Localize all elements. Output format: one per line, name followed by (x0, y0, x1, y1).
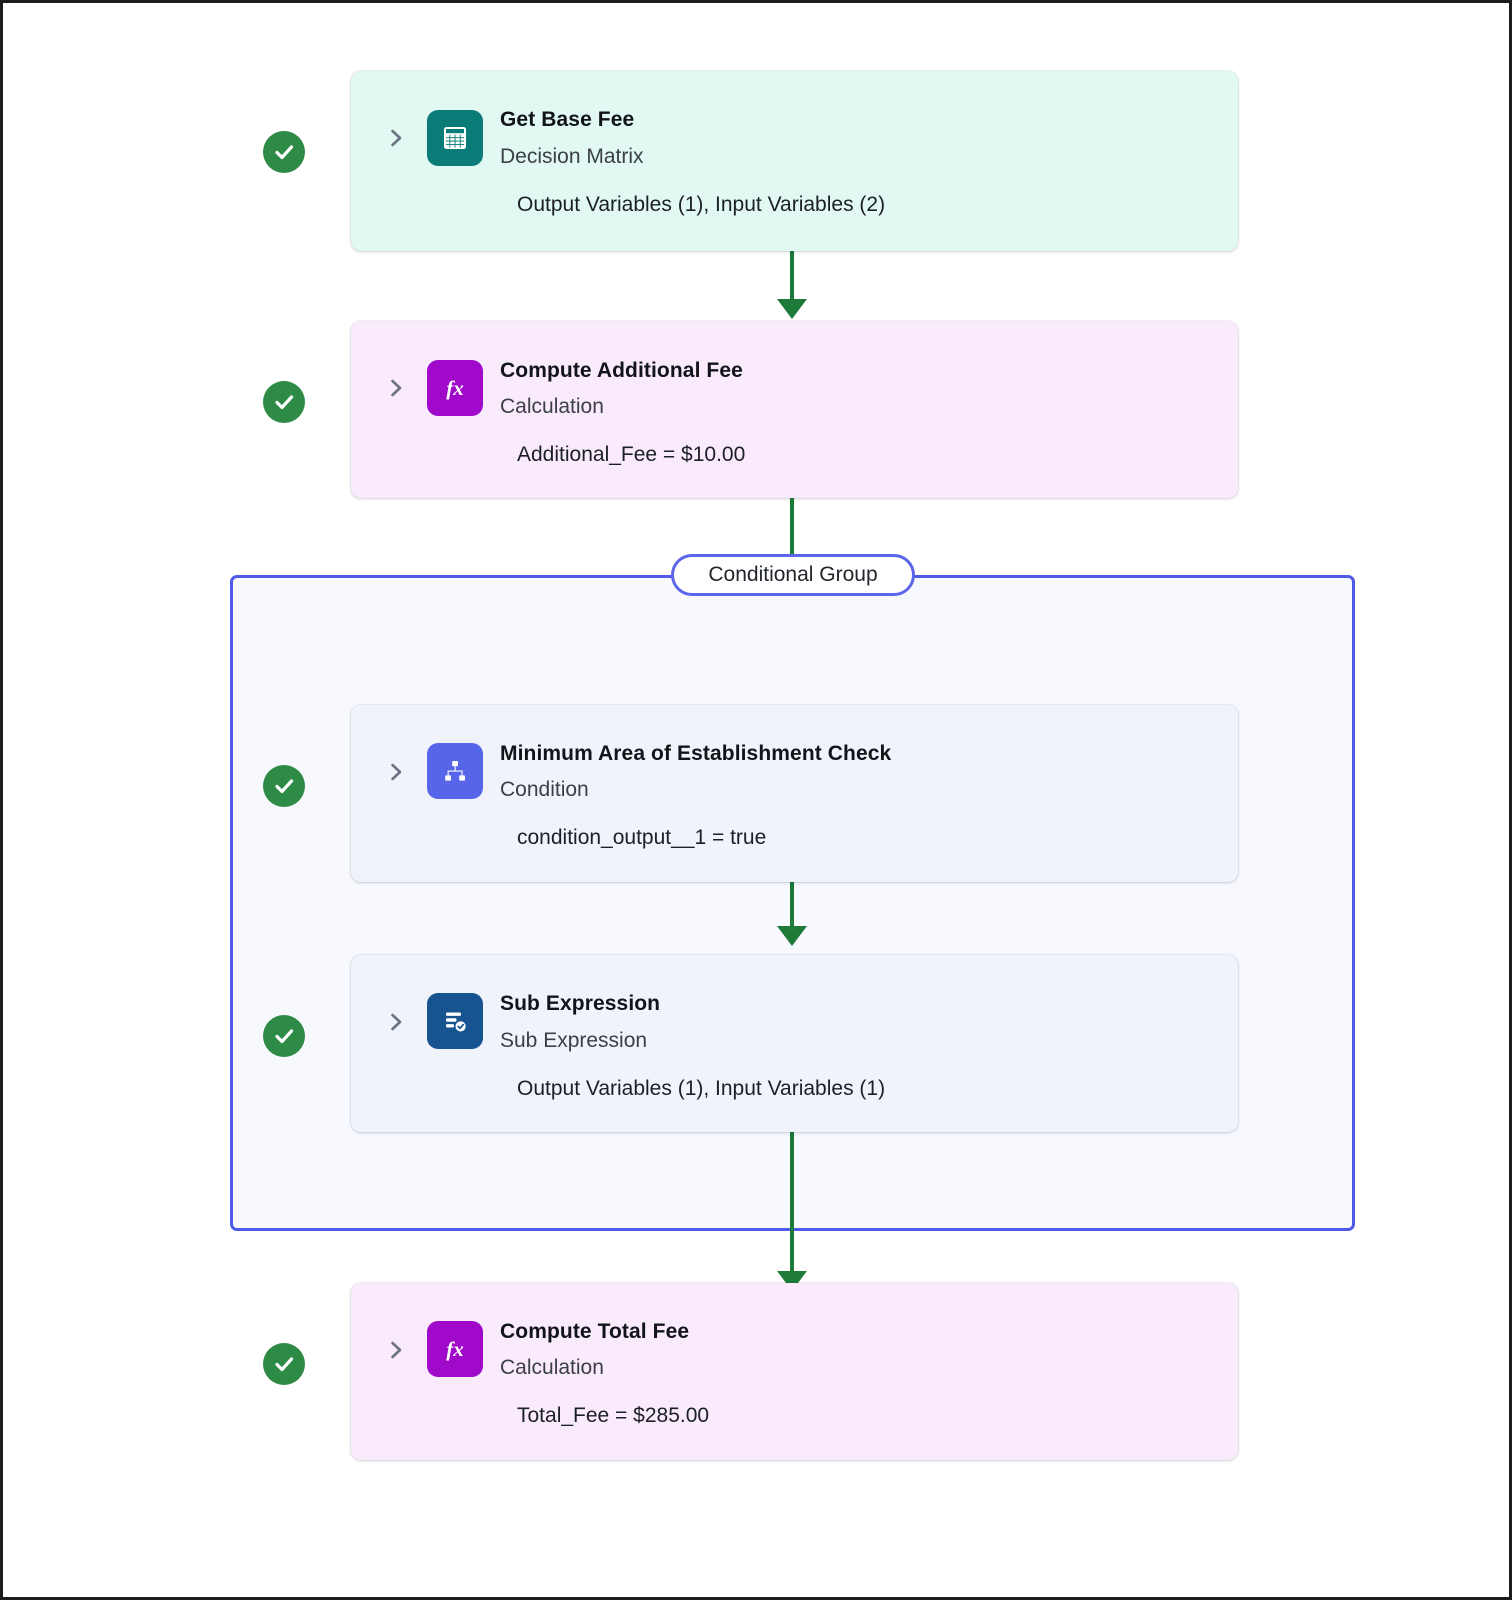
status-badge-success (263, 1343, 305, 1385)
decision-matrix-icon (427, 110, 483, 166)
chevron-right-icon (391, 129, 402, 147)
svg-text:fx: fx (446, 1337, 464, 1361)
conditional-group-pill[interactable]: Conditional Group (671, 554, 915, 596)
node-card-minimum-area-check[interactable] (351, 705, 1238, 882)
workflow-canvas: Conditional Group (3, 3, 1509, 1597)
chevron-right-icon (391, 763, 402, 781)
connector-line-3 (790, 881, 794, 929)
check-icon (275, 145, 294, 160)
check-icon (275, 1357, 294, 1372)
expand-chevron-sub-expression[interactable] (386, 1008, 406, 1036)
node-card-get-base-fee[interactable] (351, 71, 1238, 251)
connector-arrow-3 (777, 926, 807, 946)
node-subtitle-minimum-area-check: Condition (500, 778, 589, 801)
expand-chevron-compute-additional-fee[interactable] (386, 374, 406, 402)
svg-text:fx: fx (446, 376, 464, 400)
chevron-right-icon (391, 1341, 402, 1359)
status-badge-success (263, 381, 305, 423)
check-icon (275, 395, 294, 410)
expand-chevron-minimum-area-check[interactable] (386, 758, 406, 786)
status-badge-success (263, 1015, 305, 1057)
node-title-sub-expression: Sub Expression (500, 992, 661, 1015)
sub-expression-icon (427, 993, 483, 1049)
sitemap-condition-icon (427, 743, 483, 799)
check-icon (275, 1029, 294, 1044)
expand-chevron-get-base-fee[interactable] (386, 124, 406, 152)
node-subtitle-compute-total-fee: Calculation (500, 1356, 604, 1379)
node-subtitle-get-base-fee: Decision Matrix (500, 145, 644, 168)
node-card-compute-total-fee[interactable] (351, 1283, 1238, 1460)
conditional-group-label: Conditional Group (708, 563, 878, 586)
check-icon (275, 779, 294, 794)
node-title-compute-additional-fee: Compute Additional Fee (500, 359, 743, 382)
node-title-minimum-area-check: Minimum Area of Establishment Check (500, 742, 892, 765)
node-detail-sub-expression: Output Variables (1), Input Variables (1… (517, 1077, 886, 1100)
connector-arrow-1 (777, 299, 807, 319)
node-subtitle-compute-additional-fee: Calculation (500, 395, 604, 418)
chevron-right-icon (391, 379, 402, 397)
expand-chevron-compute-total-fee[interactable] (386, 1336, 406, 1364)
connector-line-1 (790, 251, 794, 303)
node-subtitle-sub-expression: Sub Expression (500, 1029, 648, 1052)
node-detail-compute-additional-fee: Additional_Fee = $10.00 (517, 443, 746, 466)
status-badge-success (263, 765, 305, 807)
status-badge-success (263, 131, 305, 173)
node-card-compute-additional-fee[interactable] (351, 321, 1238, 498)
node-card-sub-expression[interactable] (351, 955, 1238, 1132)
function-fx-icon: fx (427, 360, 483, 416)
node-detail-minimum-area-check: condition_output__1 = true (517, 826, 767, 849)
node-detail-compute-total-fee: Total_Fee = $285.00 (517, 1404, 710, 1427)
node-detail-get-base-fee: Output Variables (1), Input Variables (2… (517, 193, 886, 216)
chevron-right-icon (391, 1013, 402, 1031)
node-title-compute-total-fee: Compute Total Fee (500, 1320, 690, 1343)
node-title-get-base-fee: Get Base Fee (500, 108, 635, 131)
connector-line-4 (790, 1132, 794, 1284)
function-fx-icon: fx (427, 1321, 483, 1377)
